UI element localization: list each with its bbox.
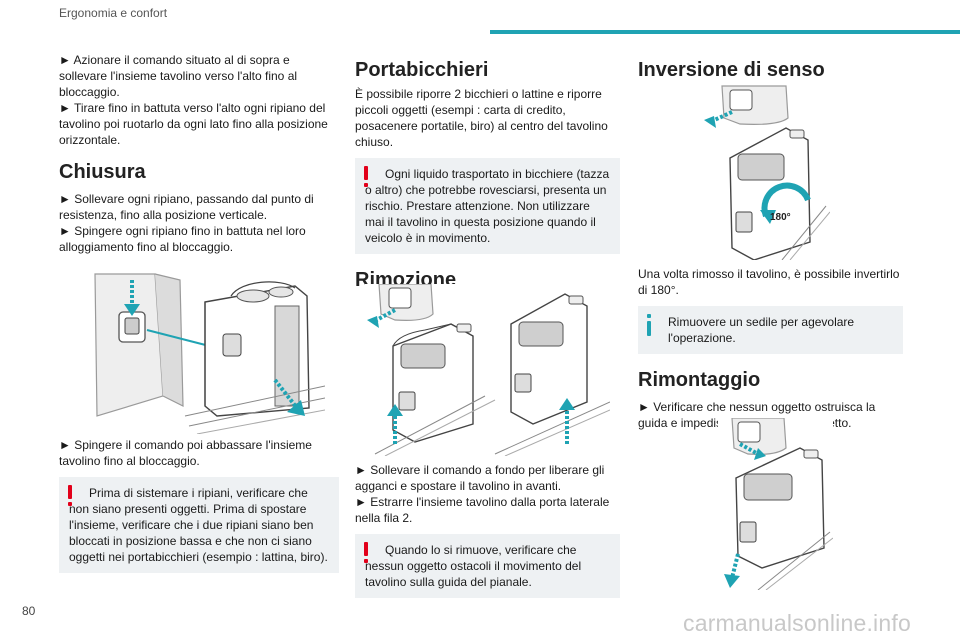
heading-portabicchieri: Portabicchieri (355, 59, 489, 81)
warning-box-removal: Quando lo si rimuove, verificare che nes… (355, 534, 620, 598)
warning-box-closing: Prima di sistemare i ripiani, verificare… (59, 477, 339, 573)
column-right-mid: Una volta rimosso il tavolino, è possibi… (638, 266, 903, 431)
header-accent-bar (490, 30, 960, 34)
heading-rimontaggio: Rimontaggio (638, 369, 761, 391)
warning-text-removal: Quando lo si rimuove, verificare che nes… (365, 543, 582, 589)
warning-box-cups: Ogni liquido trasportato in bicchiere (t… (355, 158, 620, 254)
column-middle-lower: ► Sollevare il comando a fondo per liber… (355, 462, 620, 598)
info-box-inversion: Rimuovere un sedile per agevolare l'oper… (638, 306, 903, 354)
page-number: 80 (22, 604, 36, 618)
figure-removal (365, 284, 610, 456)
rimozione-step-1: ► Sollevare il comando a fondo per liber… (355, 463, 605, 493)
column-left-lower: ► Spingere il comando poi abbassare l'in… (59, 437, 339, 573)
closing-final-step: ► Spingere il comando poi abbassare l'in… (59, 438, 312, 468)
inversione-text: Una volta rimosso il tavolino, è possibi… (638, 267, 900, 297)
heading-chiusura: Chiusura (59, 161, 146, 183)
warning-icon (363, 166, 369, 188)
warning-icon (67, 485, 73, 507)
figure-reassembly (718, 418, 833, 590)
watermark: carmanualsonline.info (683, 610, 911, 636)
warning-text-cups: Ogni liquido trasportato in bicchiere (t… (365, 167, 610, 245)
chiusura-step-2: ► Spingere ogni ripiano fino in battuta … (59, 224, 306, 254)
info-text-inversion: Rimuovere un sedile per agevolare l'oper… (668, 315, 855, 345)
column-left: ► Azionare il comando situato al di sopr… (59, 52, 339, 255)
warning-text-closing: Prima di sistemare i ripiani, verificare… (69, 486, 328, 564)
warning-icon (363, 542, 369, 564)
chiusura-step-1: ► Sollevare ogni ripiano, passando dal p… (59, 192, 314, 222)
portabicchieri-text: È possibile riporre 2 bicchieri o lattin… (355, 87, 608, 149)
intro-step-1: ► Azionare il comando situato al di sopr… (59, 53, 298, 99)
figure-closing-table (85, 266, 325, 434)
figure-inversion: 180° (700, 82, 830, 260)
heading-inversione: Inversione di senso (638, 59, 825, 81)
info-icon (646, 314, 652, 336)
intro-step-2: ► Tirare fino in battuta verso l'alto og… (59, 101, 328, 147)
column-right: Inversione di senso (638, 52, 903, 82)
column-middle: Portabicchieri È possibile riporre 2 bic… (355, 52, 620, 292)
running-header: Ergonomia e confort (59, 6, 168, 20)
rimozione-step-2: ► Estrarre l'insieme tavolino dalla port… (355, 495, 610, 525)
rotation-badge: 180° (770, 212, 791, 223)
